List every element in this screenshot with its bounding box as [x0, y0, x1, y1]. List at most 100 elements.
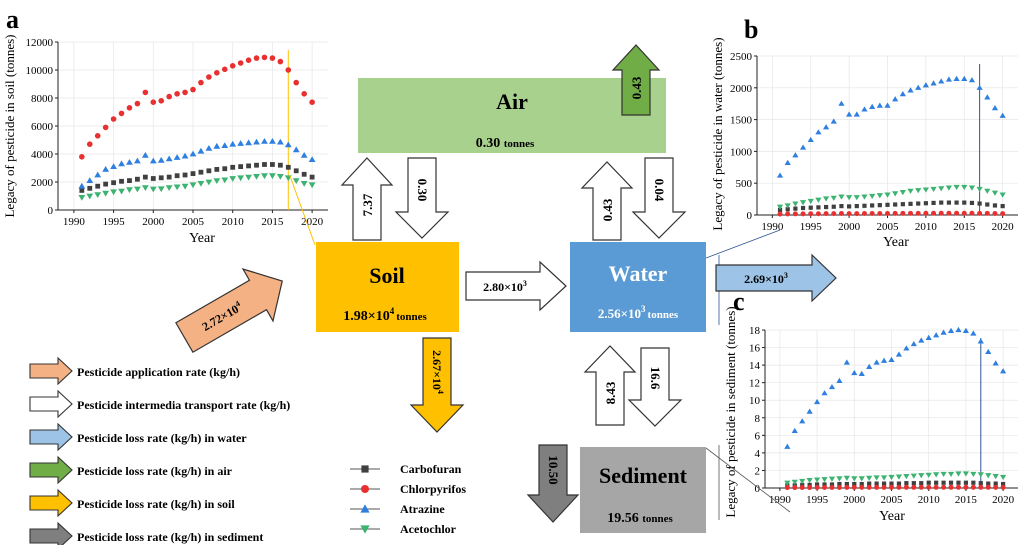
data-point [993, 484, 999, 490]
data-point [799, 144, 807, 150]
data-point [961, 184, 968, 191]
data-point [896, 484, 902, 490]
data-point [165, 185, 173, 191]
data-point [238, 164, 244, 169]
sediment-loss-arrow: 10.50 [526, 444, 580, 523]
data-point [793, 206, 798, 211]
data-point [277, 162, 283, 168]
y-tick-label: 8 [755, 413, 761, 425]
x-tick-label: 2000 [142, 216, 165, 228]
series-chlorpyrifos [777, 210, 1006, 217]
soil-connector-line [289, 175, 316, 246]
data-point [933, 472, 940, 478]
data-point [854, 203, 859, 209]
y-tick-label: 4000 [31, 149, 54, 161]
data-point [94, 133, 101, 139]
data-point [293, 79, 300, 86]
data-point [869, 193, 876, 200]
soil-loss-arrow: 2.67×104 [409, 337, 465, 433]
data-point [158, 175, 164, 181]
x-tick-label: 1990 [769, 494, 792, 506]
data-point [784, 480, 791, 486]
data-point [253, 174, 260, 180]
data-point [948, 480, 954, 485]
data-point [253, 55, 260, 61]
data-point [254, 162, 259, 168]
x-axis-label: Year [883, 235, 909, 250]
data-point [992, 211, 998, 217]
data-point [836, 377, 843, 384]
y-tick-label: 12 [749, 378, 760, 390]
data-point [977, 338, 984, 344]
legend-arrow-label: Pesticide intermedia transport rate (kg/… [77, 398, 290, 412]
series-legend-marker [360, 504, 370, 513]
data-point [253, 138, 260, 145]
data-point [799, 200, 807, 206]
data-point [206, 168, 212, 174]
data-point [213, 142, 221, 149]
data-point [968, 77, 976, 83]
data-point [885, 210, 890, 216]
data-point [158, 98, 165, 104]
data-point [895, 474, 903, 480]
y-axis-label: Legacy of pesticide in soil (tonnes) [2, 34, 17, 217]
series-chlorpyrifos [784, 484, 1006, 491]
x-tick-label: 2010 [915, 221, 938, 233]
data-point [230, 164, 236, 170]
data-point [836, 476, 843, 482]
data-point [873, 359, 880, 365]
legend-arrow-label: Pesticide application rate (kg/h) [77, 365, 240, 379]
data-point [814, 484, 820, 490]
data-point [78, 195, 86, 201]
data-point [813, 398, 821, 405]
legend-arrow-swatch [29, 422, 73, 452]
data-point [261, 138, 268, 144]
data-point [861, 194, 868, 200]
soil-to-water-label: 2.80×103 [483, 279, 527, 294]
data-point [777, 207, 783, 213]
sediment-compartment: Sediment 19.56 tonnes [580, 447, 706, 533]
panel-label-b: b [744, 15, 758, 44]
data-point [931, 210, 937, 216]
data-point [182, 172, 188, 178]
data-point [984, 94, 991, 100]
sediment-connector-line [705, 447, 791, 513]
data-point [985, 348, 992, 355]
y-tick-label: 8000 [31, 93, 54, 105]
data-point [992, 203, 998, 208]
data-point [229, 140, 237, 147]
data-point [102, 124, 109, 131]
data-point [991, 105, 999, 111]
data-point [157, 156, 165, 163]
x-tick-label: 2010 [222, 216, 245, 228]
soil-box [316, 242, 459, 332]
data-point [899, 91, 906, 97]
data-point [925, 472, 932, 478]
y-tick-label: 0 [755, 483, 761, 495]
data-point [784, 485, 790, 491]
series-acetochlor [776, 184, 1006, 210]
data-point [800, 211, 806, 217]
series-legend-label: Acetochlor [400, 522, 457, 536]
data-point [888, 474, 895, 481]
data-point [277, 58, 284, 65]
data-point [843, 475, 850, 482]
data-point [808, 205, 813, 210]
data-point [970, 330, 977, 336]
data-point [851, 476, 858, 482]
data-point [229, 176, 237, 182]
x-tick-label: 1995 [806, 494, 829, 506]
data-point [919, 481, 924, 486]
data-point [911, 484, 917, 490]
air-to-water-arrow: 0.04 [631, 157, 687, 239]
data-point [839, 203, 844, 209]
data-point [245, 57, 252, 63]
y-tick-label: 10000 [26, 65, 54, 77]
data-point [213, 178, 221, 184]
water-to-air-label: 0.43 [600, 198, 615, 221]
series-legend-marker [361, 485, 369, 493]
data-point [284, 141, 292, 148]
data-point [918, 484, 924, 490]
air-value: 0.30 tonnes [476, 136, 535, 151]
